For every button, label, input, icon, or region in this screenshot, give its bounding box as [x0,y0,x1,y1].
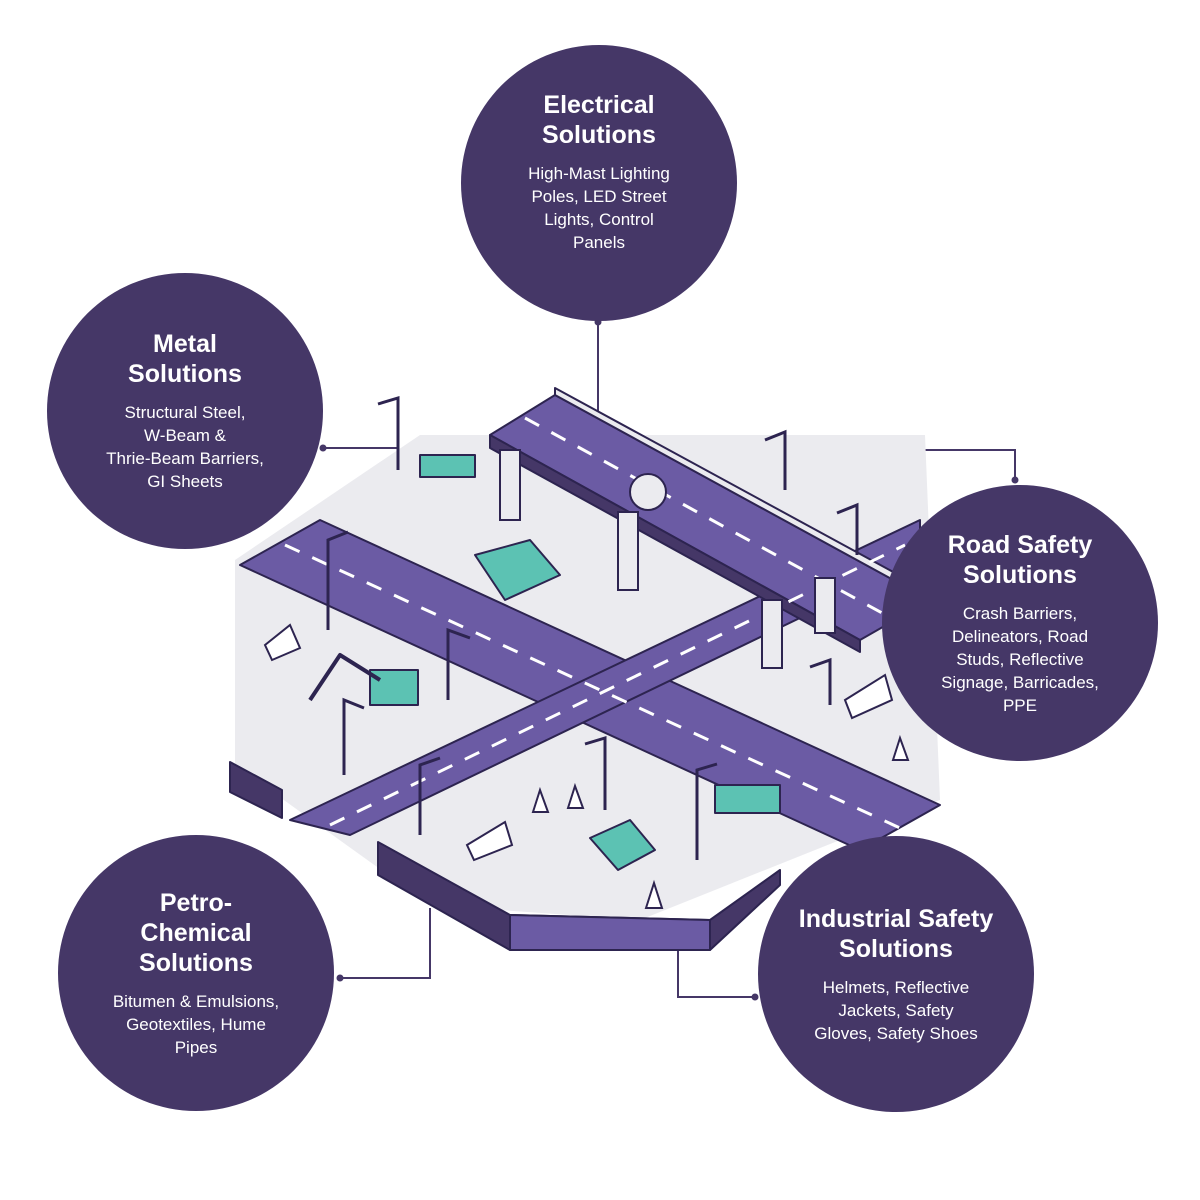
toll-booth-roof [714,784,781,814]
bridge-side [489,434,861,653]
lane-markings [284,416,906,830]
excavator-cab [369,669,419,706]
bubble-description: Helmets, Reflective Jackets, Safety Glov… [814,977,978,1043]
petro-chemical-solutions-bubble: Petro- Chemical Solutions Bitumen & Emul… [58,835,334,1111]
excavator-arm [308,653,382,702]
bubble-title: Industrial Safety Solutions [798,904,994,963]
bubble-title: Road Safety Solutions [947,530,1093,589]
platform-base [229,761,781,951]
bubble-title: Metal Solutions [128,330,242,388]
street-lights [326,395,859,860]
bubble-title: Electrical Solutions [542,91,656,149]
barriers-and-cones [263,623,910,909]
road-roller-body [474,539,561,601]
connector-petro [340,908,431,979]
bubble-title: Petro- Chemical Solutions [139,888,253,977]
electrical-solutions-bubble: Electrical Solutions High-Mast Lighting … [461,45,737,321]
road-safety-solutions-bubble: Road Safety Solutions Crash Barriers, De… [882,485,1158,761]
industrial-safety-solutions-bubble: Industrial Safety Solutions Helmets, Ref… [758,836,1034,1112]
metal-solutions-bubble: Metal Solutions Structural Steel, W-Beam… [47,273,323,549]
road-sign-board [419,454,476,478]
bubble-description: High-Mast Lighting Poles, LED Street Lig… [528,164,670,252]
bridge-pillars [499,449,836,669]
bubble-description: Crash Barriers, Delineators, Road Studs,… [941,603,1099,715]
construction-equipment [308,454,781,871]
compactor-body [589,819,656,871]
bubble-description: Bitumen & Emulsions, Geotextiles, Hume P… [112,991,280,1057]
connector-industrial [677,950,755,998]
bubble-description: Structural Steel, W-Beam & Thrie-Beam Ba… [106,403,264,491]
car [629,473,667,511]
